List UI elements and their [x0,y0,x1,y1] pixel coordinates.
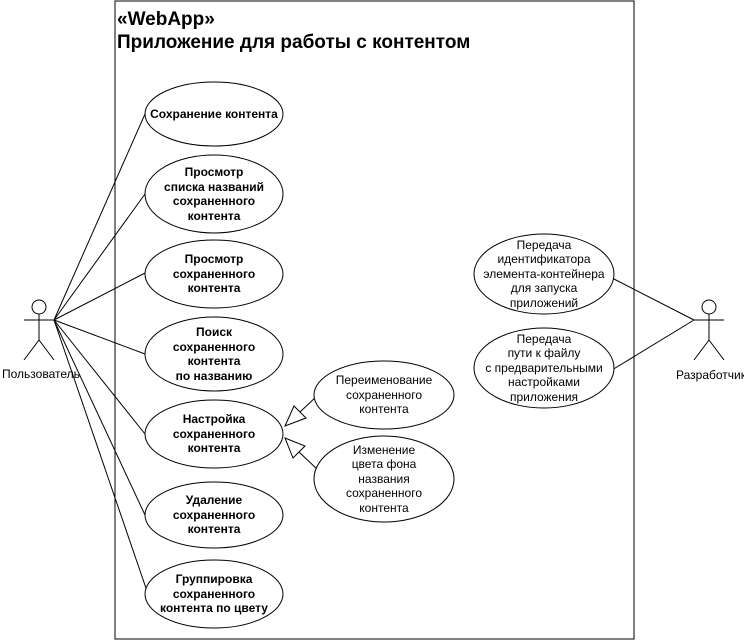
use-case-pass-path[interactable]: Передача пути к файлу с предварительными… [485,331,603,404]
use-case-shapes [144,81,615,629]
use-case-search-shape [144,316,284,392]
use-case-settings-shape [144,399,284,469]
association-pass-id [611,277,695,321]
association-delete [53,319,146,516]
generalization-rename-arrowhead [284,405,307,427]
association-pass-path [611,319,695,371]
association-settings [53,319,146,435]
system-title: Приложение для работы с контентом [117,32,471,53]
use-case-view-shape [144,239,284,309]
use-case-pass-path-shape [473,327,615,409]
use-case-save-shape [144,81,284,147]
generalization-color-arrowhead [284,437,306,459]
use-case-color[interactable]: Изменение цвета фона названия сохраненно… [345,442,423,515]
use-case-view-list-shape [144,154,284,234]
use-case-rename-shape [313,360,455,430]
use-case-delete-shape [144,481,284,549]
system-stereotype: «WebApp» [117,9,215,30]
developer-associations [611,277,695,371]
association-view [53,272,146,321]
use-case-color-shape [313,435,455,523]
use-case-view[interactable]: Просмотр сохраненного контента [172,252,256,296]
generalization-color-line [298,451,319,471]
association-save [53,113,146,321]
use-case-search[interactable]: Поиск сохраненного контента по названию [172,325,256,383]
developer-actor-label: Разработчик [676,368,744,382]
use-case-group[interactable]: Группировка сохраненного контента по цве… [160,572,268,616]
use-case-rename[interactable]: Переименование сохраненного контента [335,373,433,417]
use-case-save[interactable]: Сохранение контента [150,106,278,121]
user-actor-icon [23,299,55,361]
system-title-block: «WebApp» Приложение для работы с контент… [117,8,470,54]
user-actor-label: Пользователь [2,367,80,381]
association-view-list [53,193,146,321]
use-case-group-shape [144,559,284,629]
association-search [53,319,146,355]
use-case-view-list[interactable]: Просмотр списка названий сохраненного ко… [164,165,264,223]
user-associations [53,113,149,595]
use-case-pass-id[interactable]: Передача идентификатора элемента-контейн… [483,237,605,310]
association-group [53,319,149,595]
developer-actor-icon [693,299,725,361]
use-case-settings[interactable]: Настройка сохраненного контента [172,412,256,456]
use-case-delete[interactable]: Удаление сохраненного контента [172,493,256,537]
use-case-pass-id-shape [473,233,615,315]
